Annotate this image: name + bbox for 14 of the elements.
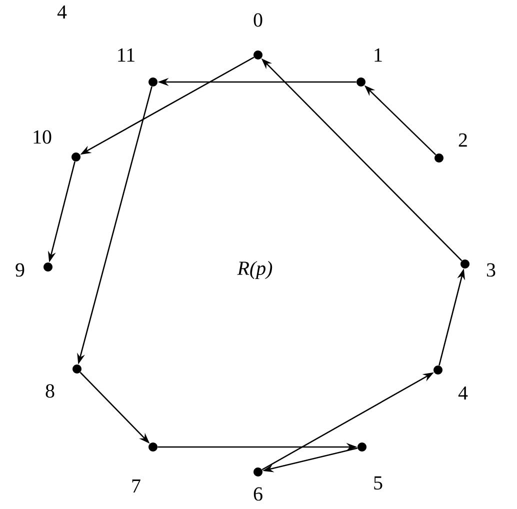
point-label: 10 (34, 130, 52, 144)
region-label: R(p) (237, 260, 272, 280)
point-label: 2 (458, 133, 467, 147)
point-label: 9 (16, 263, 24, 277)
point-label: 6 (254, 487, 262, 501)
point-label: 4 (57, 5, 67, 19)
point-label: 4 (458, 386, 468, 400)
point-label: 5 (374, 476, 382, 490)
point-label: 11 (118, 48, 134, 62)
point-label: 3 (486, 263, 496, 277)
point-label: 1 (374, 48, 382, 62)
point-label: 8 (46, 384, 54, 398)
point-label: 0 (254, 13, 262, 27)
point-label: 7 (132, 479, 140, 493)
